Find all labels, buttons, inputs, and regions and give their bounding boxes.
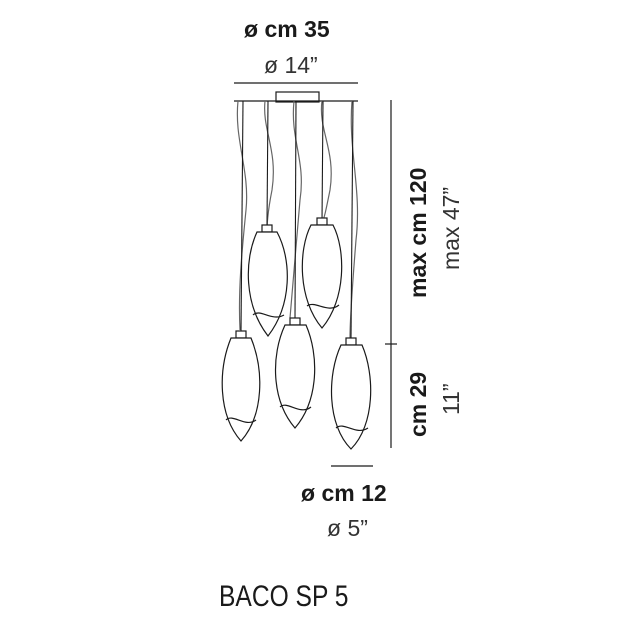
shade-2 <box>301 224 343 329</box>
shade-4 <box>274 324 316 429</box>
shade-diameter-imperial: ø 5” <box>327 515 368 541</box>
socket <box>261 224 273 233</box>
max-height-metric: max cm 120 <box>405 167 431 298</box>
socket <box>235 330 247 339</box>
shade-1 <box>247 231 288 337</box>
suspension-cables <box>240 100 354 339</box>
shade-3 <box>221 337 261 442</box>
shade-height-imperial: 11” <box>438 383 464 415</box>
shade-5 <box>330 344 372 450</box>
socket <box>316 217 328 226</box>
canopy-box <box>275 91 320 103</box>
max-height-imperial: max 47” <box>438 186 464 270</box>
shade-height-metric: cm 29 <box>405 371 431 437</box>
canopy-diameter-imperial: ø 14” <box>264 52 318 78</box>
canopy-diameter-metric: ø cm 35 <box>244 16 330 42</box>
pendant-shades <box>221 217 372 450</box>
product-name: BACO SP 5 <box>219 580 349 613</box>
shade-diameter-metric: ø cm 12 <box>301 480 387 506</box>
socket <box>345 337 357 346</box>
socket <box>289 317 301 326</box>
